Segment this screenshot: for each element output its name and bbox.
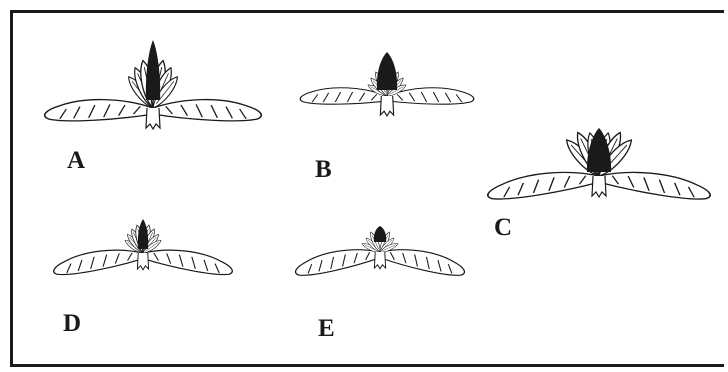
dark-core bbox=[145, 40, 161, 100]
panel-label-a: A bbox=[67, 147, 86, 174]
flower-e bbox=[292, 226, 468, 283]
dark-core bbox=[137, 219, 149, 249]
figure-frame bbox=[10, 10, 724, 367]
flower-d bbox=[50, 219, 236, 282]
panel-label-d: D bbox=[63, 310, 82, 337]
flower-a bbox=[42, 40, 264, 130]
dark-core bbox=[376, 52, 398, 90]
flower-b bbox=[298, 52, 476, 117]
flower-c bbox=[484, 128, 714, 207]
panel-label-b: B bbox=[315, 156, 332, 183]
dark-core bbox=[586, 128, 612, 172]
panel-label-c: C bbox=[494, 214, 513, 241]
dark-core bbox=[373, 226, 387, 242]
panel-label-e: E bbox=[318, 315, 335, 342]
